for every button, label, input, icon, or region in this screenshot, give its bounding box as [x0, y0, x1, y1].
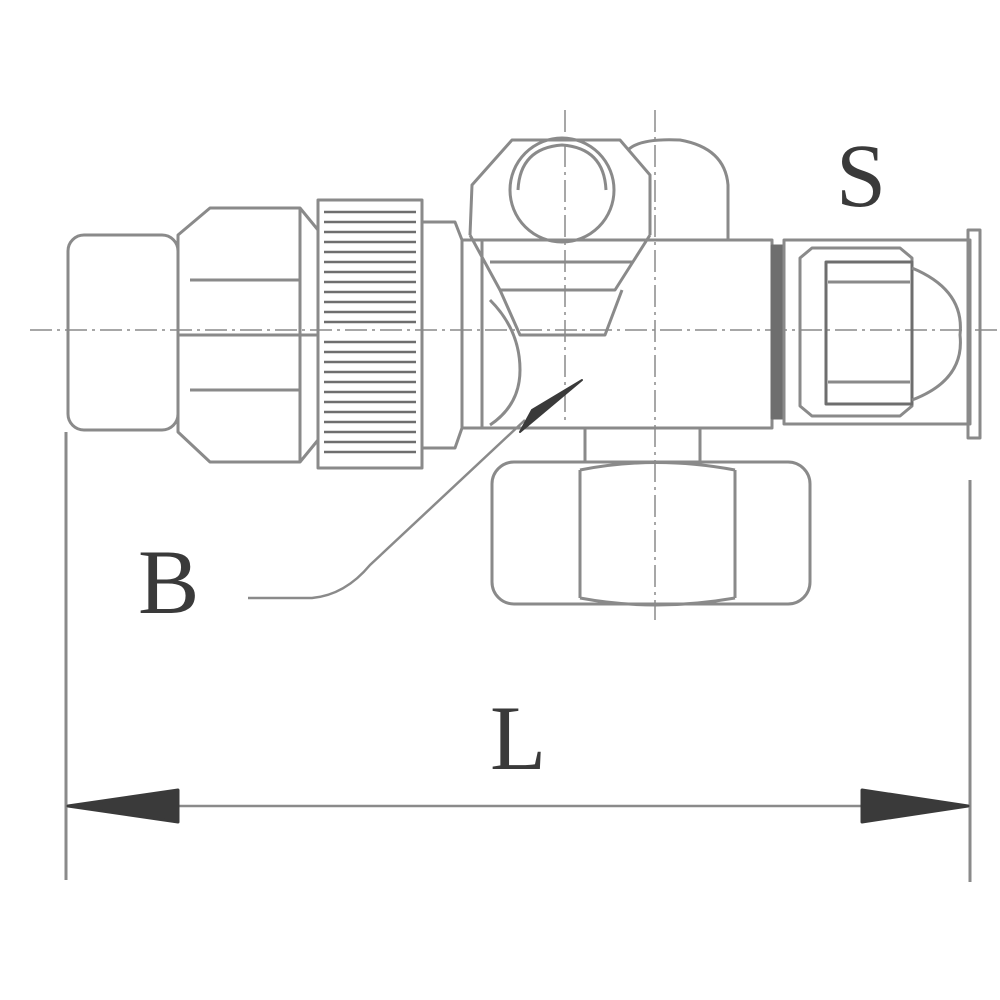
bottom-hex-nut	[490, 460, 812, 607]
label-b: B	[138, 531, 200, 633]
knurled-ring	[316, 198, 424, 470]
arrowhead-left	[66, 788, 180, 824]
dimension-l	[64, 432, 972, 882]
label-s: S	[836, 127, 887, 226]
leader-b	[248, 379, 583, 600]
arrowhead-right	[860, 788, 970, 824]
left-end-cap	[66, 233, 180, 432]
right-tailpiece	[770, 228, 982, 440]
bonnet	[468, 136, 730, 337]
label-l: L	[490, 687, 547, 789]
centerlines	[30, 110, 1000, 620]
collar	[422, 220, 484, 450]
left-hex-nut	[176, 206, 320, 464]
